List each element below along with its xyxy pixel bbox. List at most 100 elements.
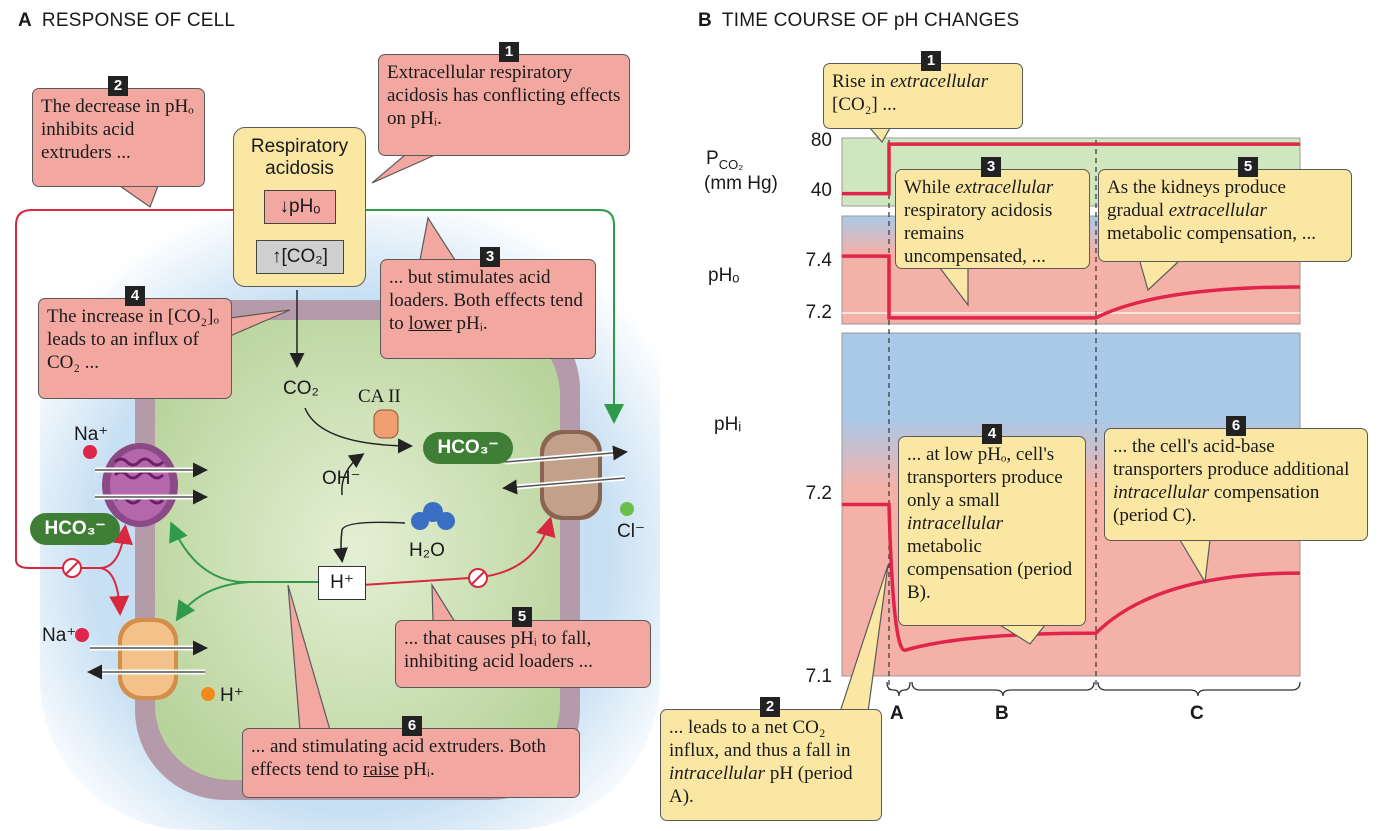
- callout-b2-text: ... leads to a net CO₂ influx, and thus …: [669, 717, 851, 761]
- h-out-label: H⁺: [220, 685, 244, 706]
- ca2-label: CA II: [358, 386, 401, 407]
- callout-b5-text-end: metabolic compensation, ...: [1107, 223, 1316, 244]
- callout-a5-text: ... that causes pHᵢ to fall, inhibiting …: [404, 628, 593, 672]
- callout-b2: ... leads to a net CO₂ influx, and thus …: [660, 709, 882, 821]
- pho-tick-74: 7.4: [805, 250, 832, 271]
- na-bottom-label: Na⁺: [42, 625, 77, 646]
- period-c-label: C: [1190, 703, 1204, 724]
- callout-a1-badge: 1: [499, 42, 519, 62]
- pco2-label-sub: CO₂: [718, 156, 744, 172]
- cl-hco3-exchanger: [502, 430, 628, 520]
- callout-b6-text: ... the cell's acid-base transporters pr…: [1113, 436, 1350, 480]
- panel-a-letter: A: [18, 10, 32, 31]
- callout-a5-badge: 5: [512, 607, 532, 627]
- hco3-intracellular-badge: HCO₃⁻: [423, 432, 513, 464]
- pco2-series-line: [842, 142, 1300, 196]
- h2o-label: H₂O: [409, 540, 445, 561]
- na-ion-icon: [83, 445, 97, 459]
- panel-a-title: A RESPONSE OF CELL: [18, 10, 235, 32]
- cl-label: Cl⁻: [617, 521, 645, 542]
- a-callout-pointers: [119, 154, 456, 731]
- ph-o-box: ↓pHₒ: [264, 190, 336, 224]
- period-braces: [886, 681, 1301, 697]
- callout-b4-text: ... at low pHₒ, cell's transporters prod…: [907, 444, 1063, 511]
- callout-a4-badge: 4: [125, 286, 145, 306]
- panel-b-title-text: TIME COURSE OF pH CHANGES: [721, 10, 1020, 31]
- callout-b4-italic: intracellular: [907, 513, 1004, 534]
- callout-a3-underlined: lower: [408, 313, 452, 334]
- callout-a2: The decrease in pHₒ inhibits acid extrud…: [32, 88, 205, 187]
- pco2-tick-80: 80: [810, 130, 832, 151]
- callout-b4: ... at low pHₒ, cell's transporters prod…: [898, 436, 1086, 626]
- pco2-tick-40: 40: [810, 180, 832, 201]
- pco2-label-p: P: [706, 148, 719, 169]
- callout-b6: ... the cell's acid-base transporters pr…: [1104, 428, 1368, 541]
- callout-a3-badge: 3: [480, 247, 500, 267]
- callout-b5-text: As the kidneys produce gradual: [1107, 177, 1286, 221]
- respiratory-acidosis-title: Respiratory acidosis: [250, 136, 349, 179]
- callout-b1-text-end: [CO₂] ...: [832, 94, 897, 115]
- callout-a2-text: The decrease in pHₒ inhibits acid extrud…: [41, 96, 194, 163]
- callout-a3-text-end: pHᵢ.: [451, 313, 488, 334]
- phi-tick-72: 7.2: [805, 483, 832, 504]
- callout-a3-text: ... but stimulates acid loaders. Both ef…: [389, 267, 583, 334]
- ca2-enzyme: [373, 409, 399, 439]
- callout-a6-text-end: pHᵢ.: [398, 759, 435, 780]
- callout-b4-text-end: metabolic compensation (period B).: [907, 536, 1073, 603]
- callout-b2-italic: intracellular: [669, 763, 766, 784]
- co2-box: ↑[CO₂]: [256, 240, 344, 274]
- na-h-exchanger: [87, 618, 208, 700]
- na-hco3-cotransporter: [95, 443, 208, 527]
- h-ion-box: H⁺: [318, 566, 366, 600]
- cl-ion-icon: [620, 502, 634, 516]
- callout-b2-badge: 2: [760, 697, 780, 717]
- callout-b3-text: While: [904, 177, 956, 198]
- na-top-label: Na⁺: [74, 424, 109, 445]
- callout-b6-badge: 6: [1226, 416, 1246, 436]
- period-a-label: A: [890, 703, 904, 724]
- callout-a5: ... that causes pHᵢ to fall, inhibiting …: [395, 620, 651, 688]
- callout-a6-text: ... and stimulating acid extruders. Both…: [251, 736, 546, 780]
- callout-b1: Rise in extracellular [CO₂] ...: [823, 63, 1023, 129]
- green-stimulation-pathway: [169, 209, 624, 622]
- pco2-axis-label: PCO₂: [706, 148, 743, 172]
- callout-a2-badge: 2: [108, 76, 128, 96]
- phi-axis-label: pHᵢ: [714, 414, 742, 435]
- respiratory-acidosis-box: Respiratory acidosis ↓pHₒ ↑[CO₂]: [233, 127, 366, 287]
- phi-tick-71: 7.1: [805, 666, 832, 687]
- callout-b3-badge: 3: [981, 157, 1001, 177]
- callout-b3-text-end: respiratory acidosis remains uncompensat…: [904, 200, 1053, 267]
- pho-axis-label: pHₒ: [708, 265, 740, 286]
- callout-a4: The increase in [CO₂]ₒ leads to an influ…: [38, 298, 232, 399]
- hco3-extracellular-badge: HCO₃⁻: [30, 513, 120, 545]
- period-b-label: B: [995, 703, 1009, 724]
- pho-tick-72: 7.2: [805, 302, 832, 323]
- panel-b-letter: B: [698, 10, 712, 31]
- callout-b5: As the kidneys produce gradual extracell…: [1098, 169, 1352, 262]
- callout-a1: Extracellular respiratory acidosis has c…: [378, 54, 630, 156]
- callout-b5-badge: 5: [1238, 157, 1258, 177]
- callout-b6-italic: intracellular: [1113, 482, 1210, 503]
- callout-a1-text: Extracellular respiratory acidosis has c…: [387, 62, 621, 129]
- callout-a3: ... but stimulates acid loaders. Both ef…: [380, 259, 596, 359]
- co2-label: CO₂: [283, 378, 319, 399]
- callout-a4-text: The increase in [CO₂]ₒ leads to an influ…: [47, 306, 219, 373]
- red-inhibition-pathway: [15, 209, 556, 616]
- pho-series-line: [842, 254, 1301, 320]
- callout-b1-italic: extracellular: [890, 71, 989, 92]
- callout-b3-italic: extracellular: [955, 177, 1054, 198]
- callout-a6-underlined: raise: [363, 759, 399, 780]
- na-ion-icon: [75, 628, 89, 642]
- callout-b2-text-end: pH (period A).: [669, 763, 853, 807]
- panel-b-title: B TIME COURSE OF pH CHANGES: [698, 10, 1019, 32]
- panel-a-title-text: RESPONSE OF CELL: [41, 10, 236, 31]
- callout-b3: While extracellular respiratory acidosis…: [895, 169, 1090, 269]
- callout-b1-badge: 1: [921, 51, 941, 71]
- callout-b1-text: Rise in: [832, 71, 891, 92]
- h-ion-icon: [201, 687, 215, 701]
- callout-b6-text-end: compensation (period C).: [1113, 482, 1320, 526]
- reaction-arrows: [289, 290, 413, 563]
- callout-a6-badge: 6: [402, 716, 422, 736]
- callout-b4-badge: 4: [982, 424, 1002, 444]
